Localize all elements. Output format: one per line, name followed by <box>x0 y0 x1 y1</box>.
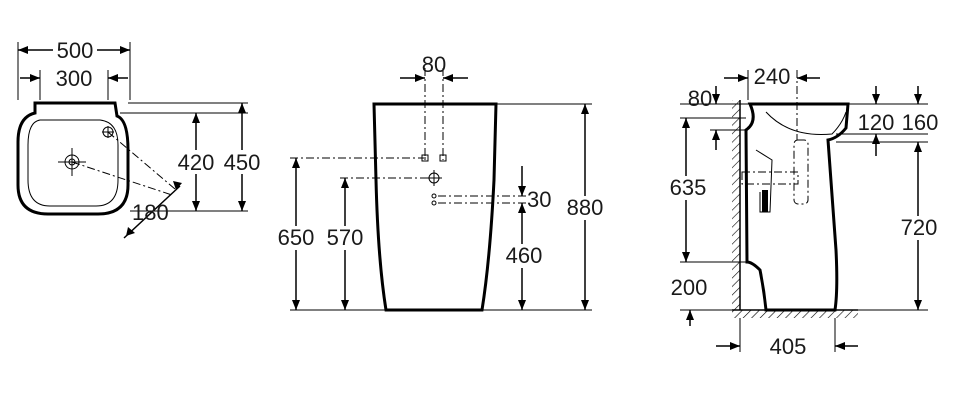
dim-text-460: 460 <box>506 243 543 268</box>
dim-text-650: 650 <box>278 225 315 250</box>
dim-text-635: 635 <box>670 175 707 200</box>
dim-text-570: 570 <box>327 225 364 250</box>
dim-text-160: 160 <box>902 110 939 135</box>
dim-text-300: 300 <box>56 66 93 91</box>
top-view: 500 300 420 450 180 <box>16 38 264 239</box>
dim-text-405: 405 <box>770 334 807 359</box>
dim-text-500: 500 <box>57 38 94 63</box>
dim-text-240: 240 <box>754 64 791 89</box>
dim-text-180: 180 <box>132 200 169 225</box>
side-view: 240 80 635 200 120 160 720 <box>662 64 944 359</box>
dim-text-80: 80 <box>422 52 446 77</box>
basin-side-bowl <box>765 111 847 136</box>
basin-inner-bowl <box>27 119 119 207</box>
floor-hatch <box>732 310 858 318</box>
fixing-holes-icon <box>431 193 437 206</box>
front-view: 80 650 570 <box>272 52 609 312</box>
waste-hole-icon <box>426 170 442 186</box>
dim-text-120: 120 <box>858 110 895 135</box>
diagonal-centerline <box>71 161 173 196</box>
dim-text-200: 200 <box>671 275 708 300</box>
dim-line-180 <box>123 185 181 239</box>
dim-text-880: 880 <box>567 195 604 220</box>
pedestal-front-outline <box>372 102 498 312</box>
pedestal-inner-detail <box>755 149 773 213</box>
dim-text-30: 30 <box>527 187 551 212</box>
dim-text-side-80: 80 <box>688 86 712 111</box>
dim-text-720: 720 <box>901 215 938 240</box>
basin-top-outline <box>16 101 130 216</box>
siphon-icon <box>741 139 809 205</box>
tap-centerline <box>107 131 176 190</box>
wall-hatch <box>732 100 740 310</box>
dim-text-420: 420 <box>178 150 215 175</box>
fixing-bracket-icon <box>762 190 768 212</box>
dim-text-450: 450 <box>224 150 261 175</box>
